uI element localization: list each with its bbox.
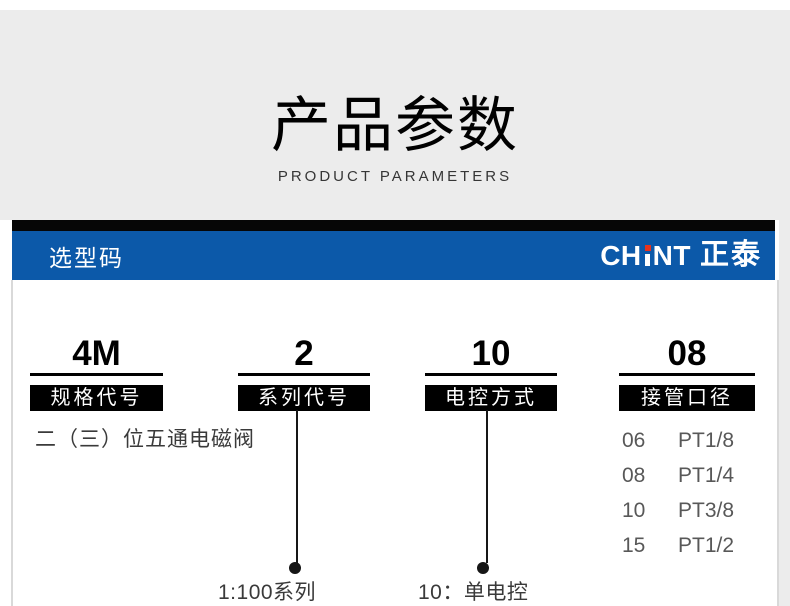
panel-border-left bbox=[11, 280, 13, 606]
code-underline bbox=[425, 373, 557, 376]
chint-logo: CH NT 正泰 bbox=[600, 241, 762, 270]
page-subtitle: PRODUCT PARAMETERS bbox=[277, 168, 513, 185]
header-top-strip bbox=[12, 220, 775, 231]
code-label-bar: 接管口径 bbox=[619, 385, 755, 411]
connector-dot-control bbox=[477, 562, 489, 574]
port-size-row: 10 PT3/8 bbox=[622, 493, 734, 528]
page-title: 产品参数 bbox=[271, 92, 519, 159]
code-column-series: 2 系列代号 bbox=[238, 336, 370, 411]
code-column-spec: 4M 规格代号 bbox=[30, 336, 163, 411]
section-header-bar: 选型码 CH NT 正泰 bbox=[12, 231, 775, 280]
port-code: 06 bbox=[622, 428, 646, 452]
code-label-bar: 系列代号 bbox=[238, 385, 370, 411]
logo-i-dot-icon bbox=[643, 244, 652, 267]
code-underline bbox=[238, 373, 370, 376]
code-value: 2 bbox=[294, 334, 314, 373]
code-column-port: 08 接管口径 bbox=[619, 336, 755, 411]
code-value: 10 bbox=[471, 334, 511, 373]
port-size-row: 06 PT1/8 bbox=[622, 423, 734, 458]
port-size-row: 15 PT1/2 bbox=[622, 528, 734, 563]
code-value: 08 bbox=[667, 334, 707, 373]
logo-i-stem bbox=[644, 253, 650, 266]
port-size: PT1/2 bbox=[678, 533, 735, 557]
port-size: PT1/8 bbox=[678, 428, 735, 452]
port-code: 08 bbox=[622, 463, 646, 487]
code-column-control: 10 电控方式 bbox=[425, 336, 557, 411]
port-size-row: 08 PT1/4 bbox=[622, 458, 734, 493]
right-gutter bbox=[779, 220, 790, 606]
panel-border-right bbox=[777, 280, 779, 606]
annotation-control: 10：单电控 bbox=[418, 581, 529, 604]
connector-dot-series bbox=[289, 562, 301, 574]
connector-line-control bbox=[486, 410, 488, 563]
annotation-series: 1:100系列 bbox=[218, 581, 317, 604]
connector-line-series bbox=[296, 410, 298, 563]
section-title: 选型码 bbox=[49, 244, 124, 271]
code-label-bar: 规格代号 bbox=[30, 385, 163, 411]
port-code: 10 bbox=[622, 498, 646, 522]
code-label-bar: 电控方式 bbox=[425, 385, 557, 411]
logo-text-nt: NT bbox=[652, 239, 691, 271]
code-value: 4M bbox=[72, 334, 121, 373]
code-underline bbox=[619, 373, 755, 376]
logo-red-dot bbox=[644, 244, 651, 251]
logo-text-ch: CH bbox=[600, 239, 642, 271]
code-underline bbox=[30, 373, 163, 376]
logo-text-cn: 正泰 bbox=[699, 239, 762, 271]
port-code: 15 bbox=[622, 533, 646, 557]
spec-note: 二（三）位五通电磁阀 bbox=[35, 428, 255, 451]
port-size: PT1/4 bbox=[678, 463, 735, 487]
port-size-list: 06 PT1/8 08 PT1/4 10 PT3/8 15 PT1/2 bbox=[622, 423, 734, 563]
title-section: 产品参数 PRODUCT PARAMETERS bbox=[0, 10, 790, 220]
port-size: PT3/8 bbox=[678, 498, 735, 522]
